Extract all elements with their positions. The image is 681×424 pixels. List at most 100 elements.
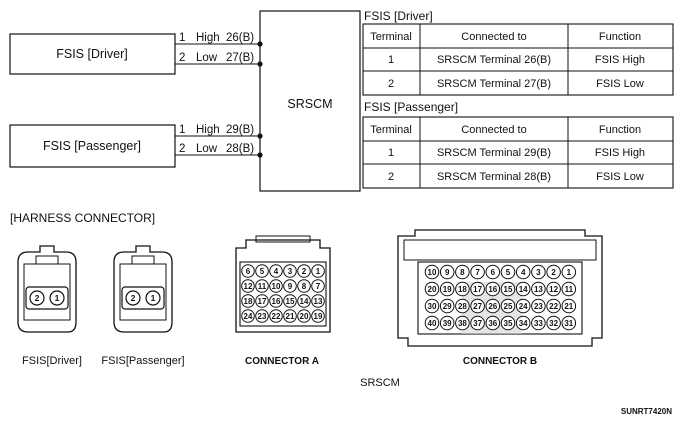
fsis-driver-box <box>9 33 176 75</box>
pin-label: 15 <box>504 285 513 294</box>
connector-pin <box>29 290 45 306</box>
pin-label: 26 <box>488 302 497 311</box>
connector-pin <box>470 281 485 297</box>
table-passenger-cell: SRSCM Terminal 29(B) <box>437 147 551 159</box>
connector-pin <box>531 264 546 280</box>
connector-pin <box>455 264 470 280</box>
table-driver-cell: FSIS High <box>595 54 645 66</box>
terminal-tables: FSIS [Driver] Terminal Connected to Func… <box>362 9 674 189</box>
pin-label: 11 <box>565 285 574 294</box>
connector-pin <box>515 298 531 314</box>
table-passenger-cell: 2 <box>388 171 394 183</box>
pin-label: 17 <box>258 297 267 306</box>
connector-pin <box>531 281 546 297</box>
pin-label: 32 <box>549 319 558 328</box>
pin-label: 16 <box>488 285 497 294</box>
connector-pin <box>145 290 161 306</box>
connector-pin <box>283 309 297 323</box>
wire-driver-high-junction <box>257 41 263 47</box>
wire-passenger-high-name: High <box>196 124 220 136</box>
srscm-caption: SRSCM <box>360 377 400 389</box>
table-driver-cell: FSIS Low <box>596 78 644 90</box>
pin-label: 19 <box>443 285 452 294</box>
connector-pin <box>311 309 325 323</box>
pin-label: 12 <box>244 282 253 291</box>
pin-label: 39 <box>443 319 452 328</box>
connector-pin <box>561 281 577 297</box>
pin-label: 20 <box>428 285 437 294</box>
connector-pin <box>283 279 297 293</box>
pin-label: 2 <box>302 267 307 276</box>
table-driver-cell: 2 <box>388 78 394 90</box>
connector-pin <box>515 264 531 280</box>
connector-pin <box>485 315 501 331</box>
pin-label: 22 <box>549 302 558 311</box>
table-passenger-header-function: Function <box>599 124 641 136</box>
pin-label: 31 <box>564 319 573 328</box>
connector-pin <box>241 279 255 293</box>
wire-driver-low-junction <box>257 61 263 67</box>
pin-label: 9 <box>445 268 450 277</box>
pin-label: 16 <box>272 297 281 306</box>
pin-label: 1 <box>151 293 156 303</box>
pin-label: 21 <box>286 312 295 321</box>
pin-label: 30 <box>428 302 437 311</box>
pin-label: 33 <box>534 319 543 328</box>
table-driver-header-connected: Connected to <box>461 31 526 43</box>
pin-label: 8 <box>460 268 465 277</box>
connector-pin <box>546 298 561 314</box>
connector-pin <box>546 281 561 297</box>
pin-label: 1 <box>55 293 60 303</box>
pin-label: 40 <box>428 319 437 328</box>
connector-pin <box>241 309 255 323</box>
figure-code: SUNRT7420N <box>621 407 672 416</box>
pin-label: 15 <box>286 297 295 306</box>
connector-pin <box>297 294 311 308</box>
srscm-module-label: SRSCM <box>287 97 332 111</box>
pin-label: 29 <box>443 302 452 311</box>
pin-label: 1 <box>567 268 572 277</box>
pin-label: 37 <box>473 319 482 328</box>
table-driver-header-terminal: Terminal <box>370 31 412 43</box>
connector-pin <box>297 309 311 323</box>
wire-passenger-low-term: 28(B) <box>226 143 254 155</box>
connector-pin <box>297 279 311 293</box>
connector-pin <box>500 264 516 280</box>
pin-label: 4 <box>274 267 279 276</box>
fsis-passenger-connector: 2 1 FSIS[Passenger] <box>101 245 185 367</box>
wire-passenger-low-name: Low <box>196 143 218 155</box>
pin-label: 27 <box>473 302 482 311</box>
table-driver-frame <box>362 23 674 96</box>
connector-pin <box>255 279 269 293</box>
connector-pin <box>546 315 561 331</box>
pin-label: 21 <box>564 302 573 311</box>
connector-pin <box>439 264 455 280</box>
connector-pin <box>424 264 440 280</box>
pin-label: 12 <box>549 285 558 294</box>
pin-label: 23 <box>258 312 267 321</box>
connector-pin <box>439 298 455 314</box>
pin-label: 6 <box>491 268 496 277</box>
connector-pin <box>531 315 546 331</box>
wire-driver-high-name: High <box>196 32 220 44</box>
pin-label: 14 <box>519 285 528 294</box>
connector-pin <box>470 315 485 331</box>
pin-label: 6 <box>246 267 251 276</box>
wire-driver-low-term: 27(B) <box>226 52 254 64</box>
connector-pin <box>439 281 455 297</box>
fsis-driver-box-label: FSIS [Driver] <box>56 47 128 61</box>
connector-pin <box>297 264 311 278</box>
table-driver-title: FSIS [Driver] <box>364 9 433 23</box>
connector-pin <box>455 281 470 297</box>
pin-label: 24 <box>519 302 528 311</box>
pin-label: 22 <box>272 312 281 321</box>
connector-pin <box>283 294 297 308</box>
fsis-driver-connector-label: FSIS[Driver] <box>22 355 82 367</box>
pin-label: 25 <box>504 302 513 311</box>
connector-pin <box>255 294 269 308</box>
pin-label: 10 <box>272 282 281 291</box>
table-passenger-cell: FSIS High <box>595 147 645 159</box>
connector-pin <box>561 298 577 314</box>
